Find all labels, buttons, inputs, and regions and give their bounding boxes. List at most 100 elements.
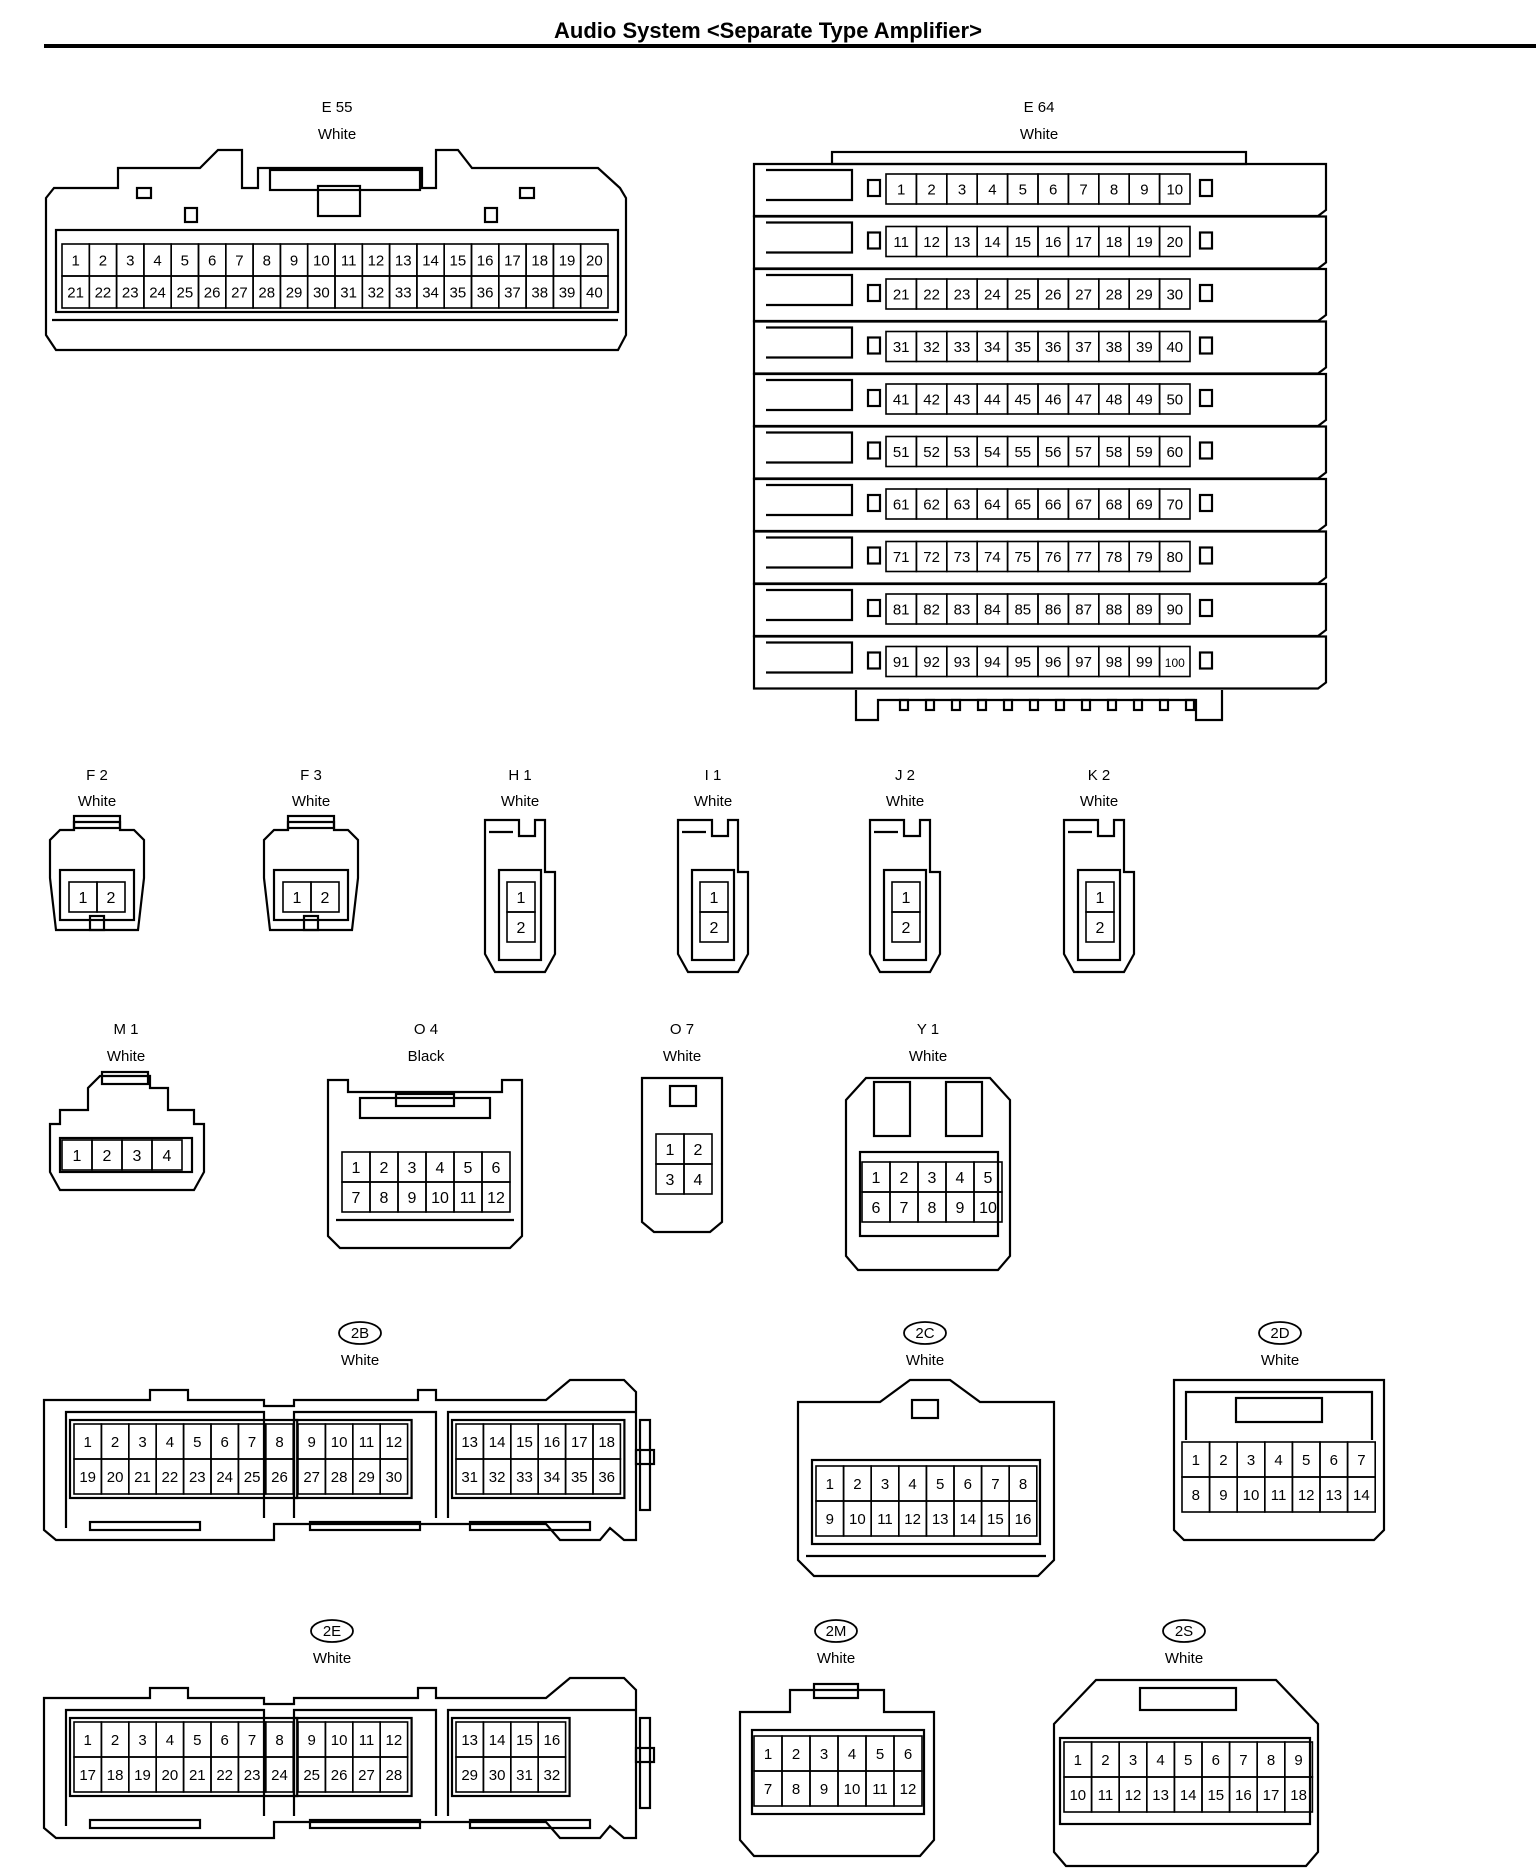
pin-number: 20	[1166, 234, 1183, 251]
housing-outline	[292, 1418, 413, 1500]
pin-number: 2	[107, 890, 116, 907]
pin-cell	[1158, 225, 1191, 258]
pin-number: 1	[826, 1476, 834, 1493]
housing-outline	[183, 206, 199, 224]
pin-number: 92	[923, 654, 940, 671]
housing-outline	[1172, 1378, 1386, 1542]
pin-number: 83	[954, 602, 971, 619]
connector-color: White	[694, 793, 732, 810]
pin-cell	[579, 275, 609, 309]
pin-number: 14	[422, 252, 439, 269]
pin-number: 1	[666, 1142, 675, 1159]
pin-number: 13	[461, 1434, 478, 1451]
connector-color: White	[817, 1650, 855, 1667]
housing-outline	[752, 582, 1328, 638]
pin-number: 14	[1180, 1787, 1197, 1804]
housing-tooth	[976, 698, 988, 712]
housing-outline	[308, 1520, 422, 1532]
connector-code: F 2	[86, 767, 108, 784]
pin-number: 11	[460, 1190, 477, 1207]
pin-number: 28	[386, 1767, 403, 1784]
pin-number: 17	[1075, 234, 1092, 251]
pin-number: 80	[1166, 549, 1183, 566]
housing-line	[292, 1708, 438, 1816]
pin-number: 2	[1219, 1452, 1227, 1469]
pin-number: 16	[544, 1732, 561, 1749]
pin-cell	[1346, 1476, 1376, 1513]
housing-line	[766, 168, 854, 202]
pin-number: 11	[872, 1781, 888, 1798]
pin-number: 18	[598, 1434, 615, 1451]
housing-outline	[450, 1418, 626, 1500]
housing-outline	[676, 818, 750, 974]
housing-outline	[1234, 1396, 1324, 1424]
housing-outline	[483, 818, 557, 974]
housing-outline	[634, 1448, 656, 1466]
pin-number: 2	[103, 1148, 112, 1165]
pin-number: 6	[1330, 1452, 1338, 1469]
pin-number: 59	[1136, 444, 1153, 461]
pin-number: 3	[138, 1434, 146, 1451]
pin-number: 48	[1106, 392, 1123, 409]
pin-number: 10	[979, 1200, 997, 1217]
pin-number: 95	[1014, 654, 1031, 671]
pin-number: 3	[126, 252, 134, 269]
housing-outline	[394, 1092, 456, 1108]
housing-outline	[358, 1096, 492, 1120]
pin-number: 55	[1014, 444, 1031, 461]
pin-number: 17	[571, 1434, 588, 1451]
pin-number: 9	[408, 1190, 417, 1207]
housing-outline	[868, 818, 942, 974]
pin-number: 9	[1294, 1752, 1302, 1769]
housing-line	[64, 1410, 266, 1528]
connector-color: White	[1261, 1352, 1299, 1369]
pin-number: 2	[694, 1142, 703, 1159]
connector-code-badge	[1162, 1619, 1206, 1643]
pin-number: 10	[849, 1511, 866, 1528]
pin-cell	[1158, 173, 1191, 205]
pin-number: 5	[1019, 181, 1027, 198]
pin-number: 89	[1136, 602, 1153, 619]
pin-number: 39	[1136, 339, 1153, 356]
pin-number: 36	[477, 284, 494, 301]
housing-outline	[738, 1688, 936, 1858]
pin-number: 69	[1136, 497, 1153, 514]
pin-number: 3	[1247, 1452, 1255, 1469]
pin-number: 1	[902, 890, 911, 907]
pin-number: 5	[181, 252, 189, 269]
pin-number: 4	[436, 1160, 445, 1177]
housing-line	[1184, 1390, 1374, 1440]
housing-tooth	[898, 698, 910, 712]
pin-number: 82	[923, 602, 940, 619]
housing-outline	[1198, 651, 1214, 670]
pin-number: 96	[1045, 654, 1062, 671]
housing-outline	[812, 1682, 860, 1700]
pin-number: 44	[984, 392, 1001, 409]
housing-outline	[1198, 283, 1214, 303]
housing-outline	[302, 914, 320, 932]
housing-outline	[100, 1070, 150, 1086]
pin-cell	[481, 1181, 511, 1213]
housing-outline	[866, 546, 882, 565]
housing-outline	[483, 206, 499, 224]
pin-number: 16	[477, 252, 494, 269]
pin-cell	[506, 911, 536, 943]
housing-outline	[518, 186, 536, 200]
pin-number: 38	[1106, 339, 1123, 356]
pin-number: 43	[954, 392, 971, 409]
housing-line	[766, 536, 854, 569]
pin-number: 4	[1156, 1752, 1164, 1769]
pin-number: 19	[134, 1767, 151, 1784]
pin-number: 12	[386, 1434, 403, 1451]
pin-number: 1	[293, 890, 302, 907]
connector-color: White	[501, 793, 539, 810]
pin-number: 10	[844, 1781, 861, 1798]
pin-cell	[1158, 278, 1191, 310]
housing-outline	[88, 914, 106, 932]
pin-number: 26	[271, 1469, 288, 1486]
pin-number: 23	[122, 284, 139, 301]
